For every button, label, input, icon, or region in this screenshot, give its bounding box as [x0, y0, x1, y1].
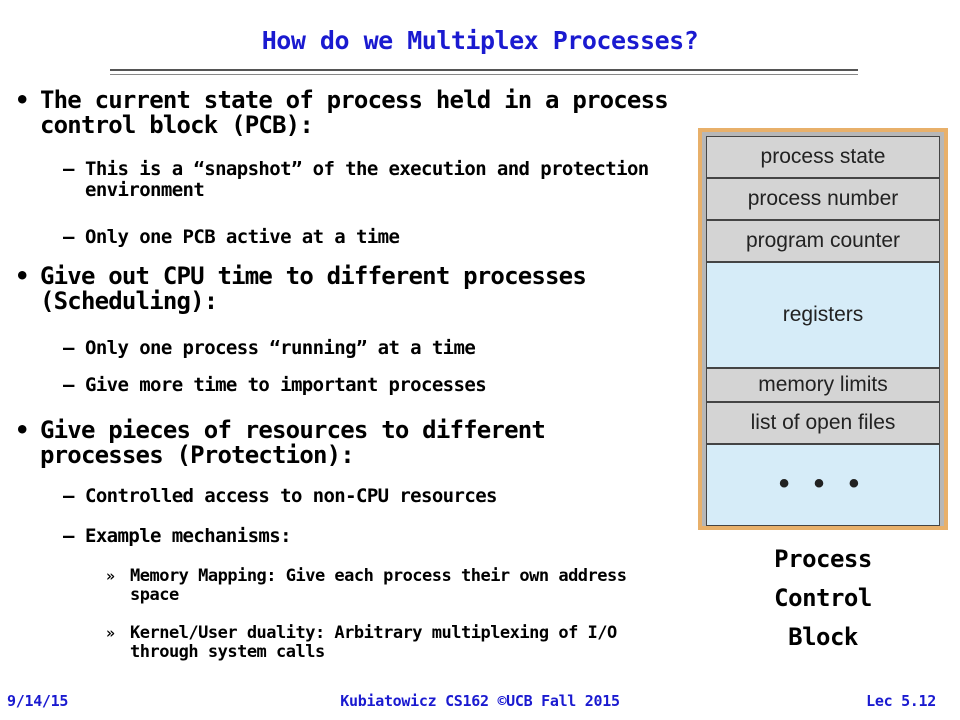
pcb-field-memory-limits: memory limits: [706, 368, 940, 402]
bullet-1-sub-2: – Only one PCB active at a time: [63, 226, 675, 248]
dash-marker: –: [63, 374, 74, 396]
bullet-2: • Give out CPU time to different process…: [15, 262, 680, 315]
bullet-2-sub-1: – Only one process “running” at a time: [63, 337, 675, 359]
bullet-list: • The current state of process held in a…: [15, 86, 680, 662]
bullet-3-subsub-1-text: Memory Mapping: Give each process their …: [130, 566, 627, 605]
bullet-1-text: The current state of process held in a p…: [40, 86, 669, 139]
dash-marker: –: [63, 226, 74, 248]
dash-marker: –: [63, 337, 74, 359]
bullet-marker: •: [15, 86, 29, 114]
pcb-field-process-state: process state: [706, 136, 940, 178]
pcb-field-registers: registers: [706, 262, 940, 368]
bullet-3-sub-1-text: Controlled access to non-CPU resources: [85, 485, 497, 507]
bullet-2-sub-2-text: Give more time to important processes: [85, 374, 487, 396]
bullet-1-sub-1: – This is a “snapshot” of the execution …: [63, 158, 675, 201]
bullet-1: • The current state of process held in a…: [15, 86, 680, 139]
pcb-field-open-files: list of open files: [706, 402, 940, 444]
footer-course: Kubiatowicz CS162 ©UCB Fall 2015: [340, 692, 620, 710]
dash-marker: –: [63, 525, 74, 547]
bullet-1-sub-2-text: Only one PCB active at a time: [85, 226, 400, 248]
subsub-marker: »: [106, 567, 115, 585]
bullet-2-text: Give out CPU time to different processes…: [40, 262, 587, 315]
pcb-field-process-number: process number: [706, 178, 940, 220]
title-rule: [110, 69, 858, 71]
dash-marker: –: [63, 485, 74, 507]
bullet-marker: •: [15, 416, 29, 444]
bullet-3-subsub-1: » Memory Mapping: Give each process thei…: [106, 566, 670, 605]
bullet-3-sub-2: – Example mechanisms:: [63, 525, 675, 547]
bullet-2-sub-2: – Give more time to important processes: [63, 374, 675, 396]
pcb-caption-line-2: Control: [774, 584, 872, 612]
bullet-3-subsub-2: » Kernel/User duality: Arbitrary multipl…: [106, 623, 670, 662]
subsub-marker: »: [106, 624, 115, 642]
bullet-3-subsub-2-text: Kernel/User duality: Arbitrary multiplex…: [130, 623, 617, 662]
pcb-field-ellipsis: • • •: [706, 444, 940, 526]
title-rule-thin: [110, 74, 858, 75]
pcb-field-program-counter: program counter: [706, 220, 940, 262]
dash-marker: –: [63, 158, 74, 180]
bullet-3: • Give pieces of resources to different …: [15, 416, 680, 469]
footer-date: 9/14/15: [7, 692, 69, 710]
pcb-caption-line-3: Block: [788, 623, 858, 651]
slide-title: How do we Multiplex Processes?: [261, 26, 699, 55]
bullet-1-sub-1-text: This is a “snapshot” of the execution an…: [85, 158, 649, 201]
bullet-3-text: Give pieces of resources to different pr…: [40, 416, 546, 469]
bullet-3-sub-1: – Controlled access to non-CPU resources: [63, 485, 675, 507]
bullet-2-sub-1-text: Only one process “running” at a time: [85, 337, 476, 359]
pcb-caption-line-1: Process: [774, 545, 872, 573]
pcb-diagram: process state process number program cou…: [698, 128, 948, 530]
pcb-caption: Process Control Block: [723, 540, 923, 657]
bullet-marker: •: [15, 262, 29, 290]
bullet-3-sub-2-text: Example mechanisms:: [85, 525, 292, 547]
footer-lecture: Lec 5.12: [866, 692, 936, 710]
